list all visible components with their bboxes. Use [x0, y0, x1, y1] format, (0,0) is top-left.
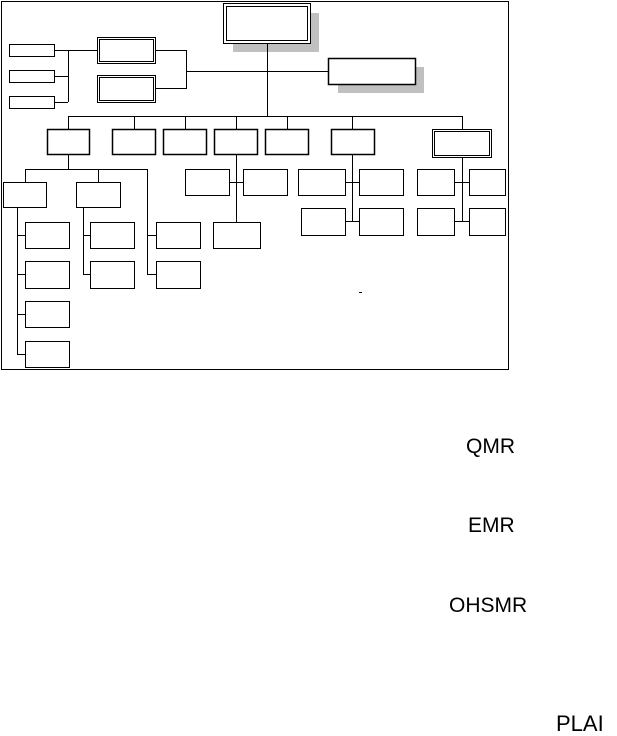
sub-box-h — [469, 169, 506, 196]
sub-box-b — [76, 182, 121, 208]
left-box-1-inner — [99, 39, 154, 62]
top-box-inner — [226, 6, 308, 41]
leaf-box-3 — [156, 222, 201, 249]
sub-box-j — [359, 208, 404, 236]
leaf-box-2 — [90, 222, 135, 249]
leaf-box-5 — [90, 261, 135, 289]
sub-box-i — [301, 208, 346, 236]
sub-box-f — [359, 169, 404, 196]
sub-box-l — [469, 208, 506, 236]
qmr-label: QMR — [466, 435, 515, 458]
chart-frame — [1, 1, 509, 370]
small-box-3 — [9, 96, 55, 109]
sub-box-k — [417, 208, 455, 236]
plan-label: PLAI — [556, 711, 604, 736]
dept-box-7-inner — [434, 131, 490, 156]
chart-boxes — [3, 3, 506, 368]
dept-box-6 — [330, 128, 376, 156]
dept-box-7 — [432, 129, 492, 158]
dept-box-1 — [46, 128, 91, 156]
right-box — [327, 57, 417, 86]
left-box-2 — [97, 75, 156, 103]
small-box-2 — [9, 70, 55, 83]
dept-box-3 — [162, 128, 208, 156]
connector-lines — [17, 42, 470, 355]
sub-box-c — [185, 169, 230, 196]
sub-box-d — [243, 169, 288, 196]
small-box-1 — [9, 44, 55, 57]
left-box-1 — [97, 37, 156, 64]
left-box-2-inner — [99, 77, 154, 101]
dept-box-4 — [213, 128, 259, 156]
leaf-box-6 — [156, 261, 201, 289]
sub-box-g — [417, 169, 455, 196]
sub-box-m — [213, 222, 261, 249]
ohsmr-label: OHSMR — [449, 594, 528, 617]
top-box — [223, 3, 311, 44]
leaf-box-4 — [25, 261, 70, 289]
sub-box-e — [298, 169, 346, 196]
leaf-box-1 — [25, 222, 70, 249]
leaf-box-8 — [25, 341, 70, 368]
emr-label: EMR — [468, 514, 515, 537]
dept-box-5 — [264, 128, 310, 156]
sub-box-a — [3, 182, 47, 208]
leaf-box-7 — [25, 301, 70, 328]
dept-box-2 — [111, 128, 157, 156]
